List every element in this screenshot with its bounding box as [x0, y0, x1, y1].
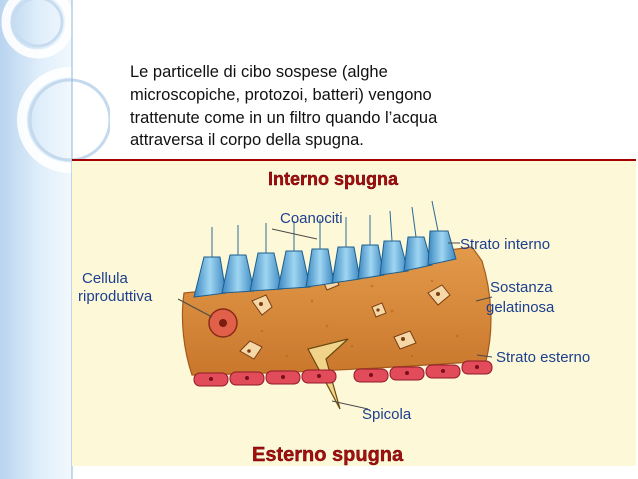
text-line: microscopiche, protozoi, batteri) vengon…: [130, 85, 432, 104]
choanocytes: [193, 200, 457, 298]
slide-body-text: Le particelle di cibo sospese (alghe mic…: [130, 61, 550, 152]
text-line: attraversa il corpo della spugna.: [130, 131, 364, 150]
text-line: trattenute come in un filtro quando l’ac…: [130, 108, 438, 127]
decorative-circles: [1, 0, 110, 479]
label-spicola: Spicola: [362, 406, 412, 423]
label-coanociti: Coanociti: [280, 210, 343, 227]
label-strato-esterno: Strato esterno: [496, 349, 590, 366]
text-line: Le particelle di cibo sospese (alghe: [130, 63, 388, 81]
heading-interno: Interno spugna: [268, 169, 399, 189]
heading-esterno: Esterno spugna: [252, 444, 404, 466]
outer-layer-nuclei: [209, 365, 479, 381]
label-riproduttiva: riproduttiva: [78, 288, 153, 305]
label-gelatinosa: gelatinosa: [486, 299, 555, 316]
sponge-wall-figure: Interno spugna Esterno spugna Coanociti …: [72, 159, 636, 466]
sponge-diagram: Interno spugna Esterno spugna Coanociti …: [78, 169, 590, 466]
leader-lines: [177, 228, 493, 410]
label-strato-interno: Strato interno: [460, 236, 550, 253]
label-sostanza: Sostanza: [490, 279, 553, 296]
label-cellula: Cellula: [82, 270, 129, 287]
